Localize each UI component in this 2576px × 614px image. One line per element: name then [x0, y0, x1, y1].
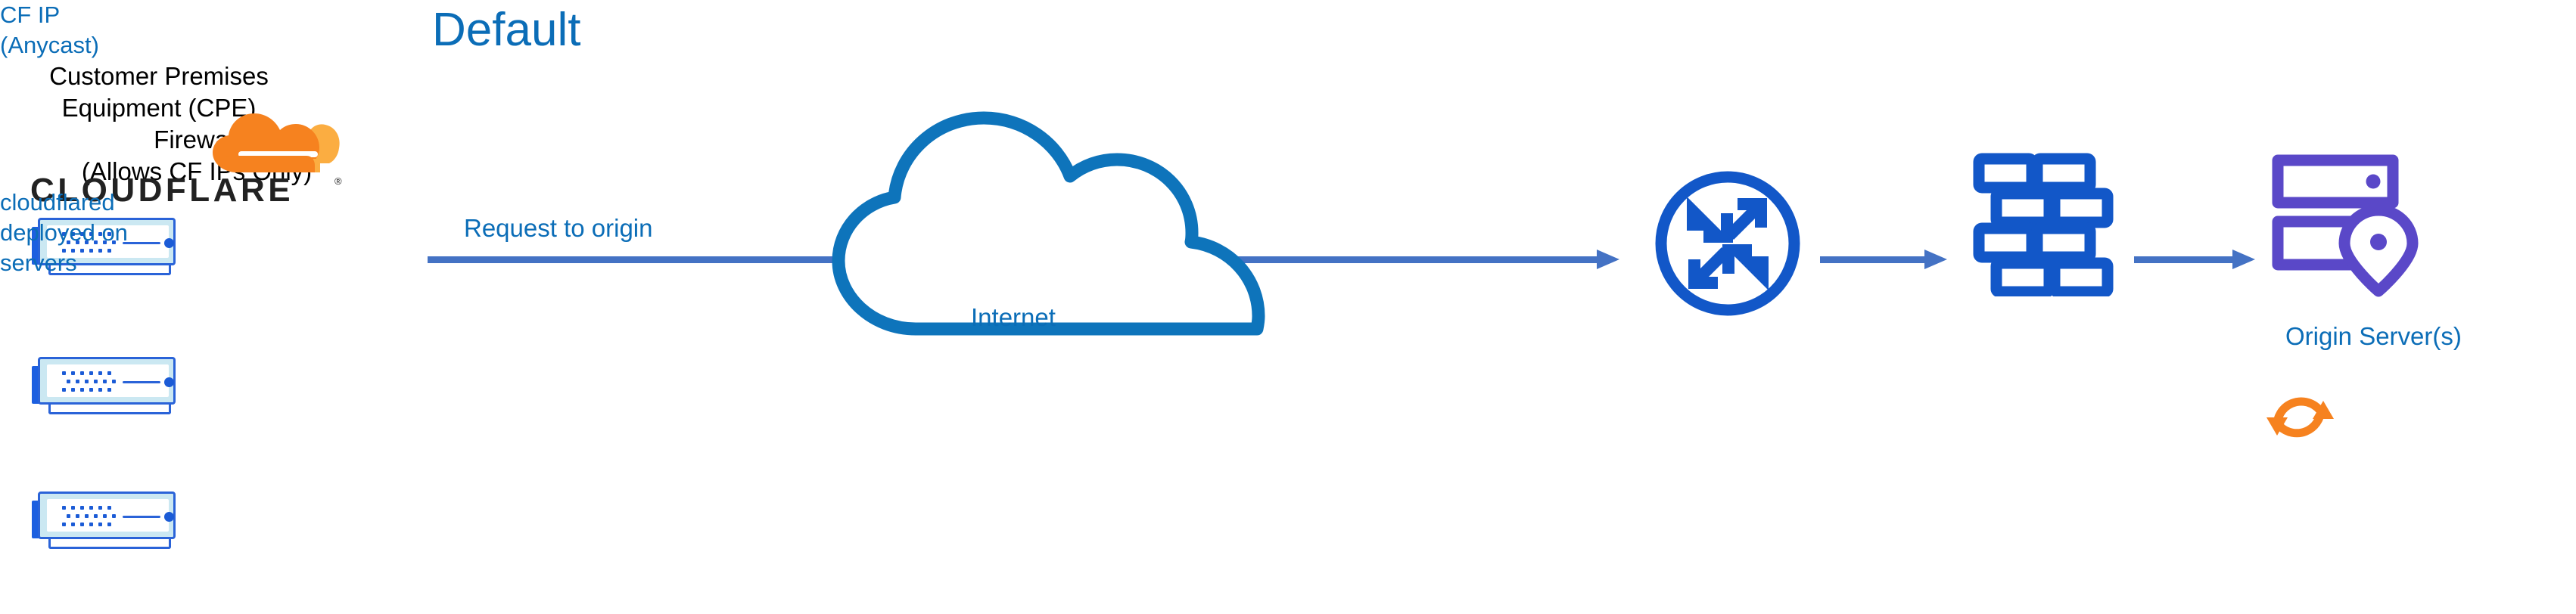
cf-ip-label-line1: CF IP	[0, 2, 61, 28]
server-led-indicator-icon	[164, 238, 174, 248]
arrow-right-icon	[1924, 250, 1947, 269]
router-icon	[1655, 171, 1800, 316]
svg-text:CLOUDFLARE: CLOUDFLARE	[30, 172, 294, 207]
arrow-cpe-to-firewall	[1820, 250, 1947, 269]
server-port-grid-icon	[62, 506, 116, 527]
cloudflared-line3: servers	[0, 250, 77, 276]
server-status-bar	[123, 242, 160, 244]
server-status-bar	[123, 381, 160, 383]
server-front-panel	[47, 225, 174, 258]
cloud-icon	[832, 111, 1265, 336]
cloudflare-wordmark: CLOUDFLARE ®	[30, 172, 342, 207]
server-led-indicator-icon	[164, 512, 174, 522]
request-to-origin-label: Request to origin	[464, 214, 653, 242]
arrow-shaft	[2134, 256, 2232, 263]
cloudflare-logo: CLOUDFLARE ®	[30, 106, 348, 212]
sync-refresh-icon	[2266, 397, 2334, 438]
server-rack-unit	[32, 216, 176, 277]
cloudflared-line1: cloudflared	[0, 189, 115, 216]
server-chassis	[38, 357, 176, 405]
cpe-label-line2: Equipment (CPE)	[61, 94, 257, 122]
internet-label: Internet	[971, 303, 1056, 331]
cloudflared-annotation-label: cloudflared deployed on servers	[0, 188, 2576, 278]
server-status-bar	[123, 516, 160, 518]
cloudflared-line2: deployed on	[0, 219, 128, 246]
server-port-grid-icon	[62, 371, 116, 392]
brick-wall-icon	[1973, 153, 2114, 296]
svg-text:®: ®	[334, 175, 342, 187]
arrow-shaft	[1820, 256, 1924, 263]
page-title: Default	[432, 4, 581, 56]
server-front-panel	[47, 499, 174, 532]
cpe-label: Customer Premises Equipment (CPE)	[0, 60, 318, 124]
origin-server-label: Origin Server(s)	[2285, 322, 2462, 350]
cf-ip-label: CF IP (Anycast)	[0, 0, 2576, 60]
arrow-firewall-to-origin	[2134, 250, 2255, 269]
server-rack-unit	[32, 355, 176, 416]
server-front-panel	[47, 364, 174, 397]
server-port-grid-icon	[62, 232, 116, 253]
server-rack-unit	[32, 490, 176, 550]
server-led-indicator-icon	[164, 377, 174, 387]
cloudflare-cloud-icon	[213, 113, 340, 172]
server-location-pin-icon	[2272, 154, 2419, 297]
server-chassis	[38, 492, 176, 539]
arrow-right-icon	[1597, 250, 1619, 269]
arrow-right-icon	[2232, 250, 2255, 269]
cf-ip-label-line2: (Anycast)	[0, 32, 99, 58]
server-chassis	[38, 218, 176, 265]
cpe-label-line1: Customer Premises	[49, 62, 269, 90]
